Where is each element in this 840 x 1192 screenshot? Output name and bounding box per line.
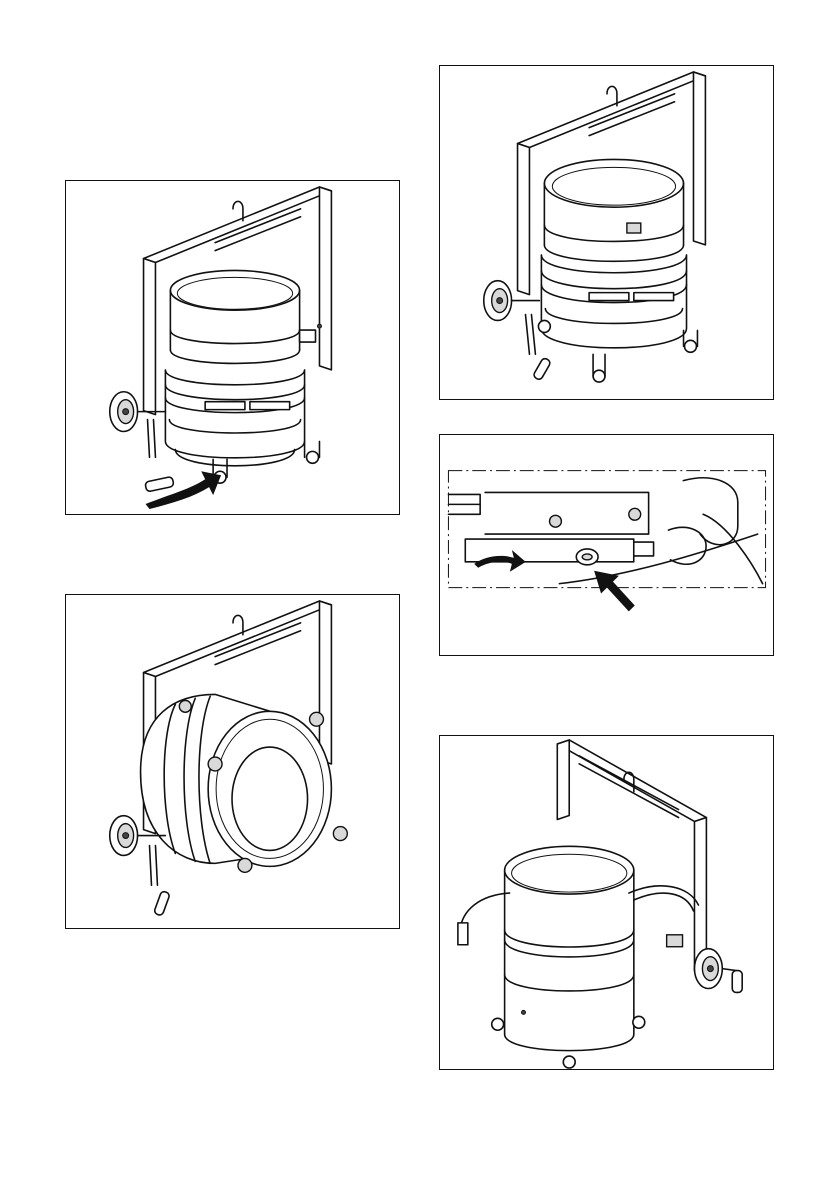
lamp-ring-open-illustration <box>440 736 773 1069</box>
lamp-stand-crank-illustration <box>66 181 399 514</box>
curved-arrow-icon <box>474 550 526 572</box>
clamp-knob-detail-illustration <box>440 435 773 655</box>
figure-crank-tilt <box>65 180 400 515</box>
straight-arrow-icon <box>594 571 635 612</box>
lamp-tilted-front-illustration <box>66 595 399 928</box>
figure-detail-knob <box>439 434 774 656</box>
figure-lamp-ring-open <box>439 735 774 1070</box>
figure-lamp-upright <box>439 65 774 400</box>
figure-lamp-tilted-front <box>65 594 400 929</box>
lamp-upright-illustration <box>440 66 773 399</box>
